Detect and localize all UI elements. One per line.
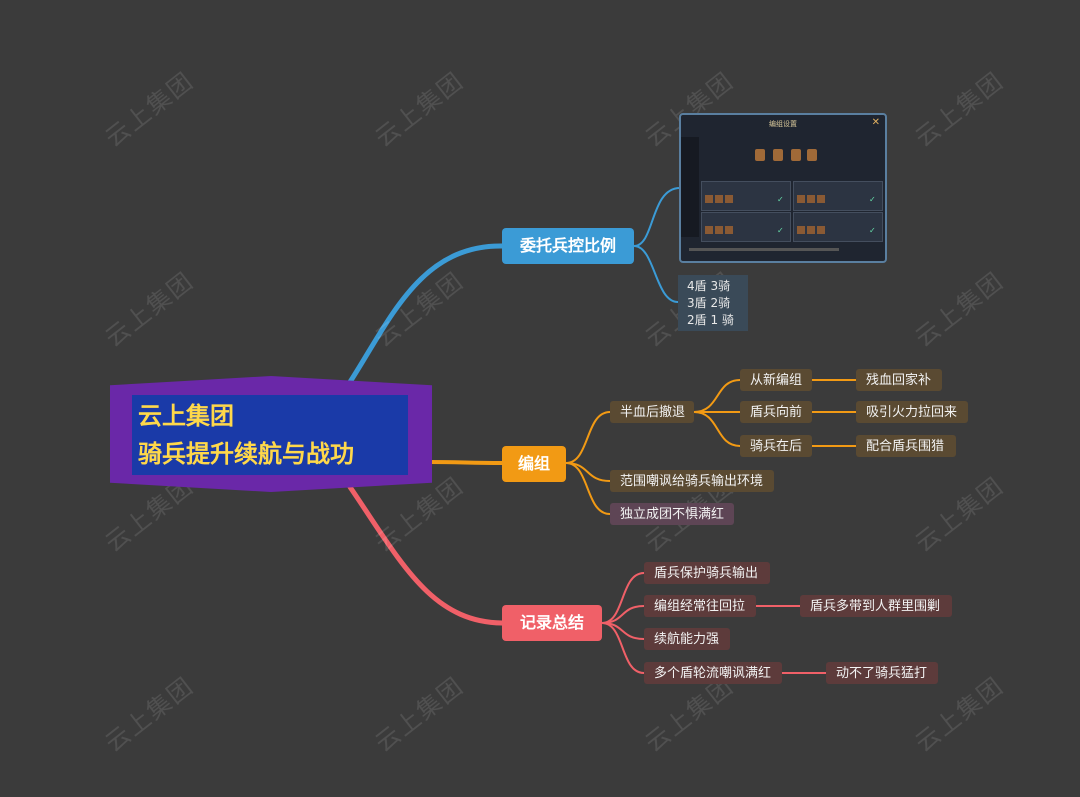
troop-slot-icon [807, 195, 815, 203]
branch-summary[interactable]: 记录总结 [502, 605, 602, 641]
troop-slot-icon [817, 226, 825, 234]
node-cavalry-back-child[interactable]: 配合盾兵围猎 [856, 435, 956, 457]
ratio-list[interactable]: 4盾 3骑 3盾 2骑 2盾 1 骑 [678, 275, 748, 331]
branch-grouping[interactable]: 编组 [502, 446, 566, 482]
node-rotate-taunt-child[interactable]: 动不了骑兵猛打 [826, 662, 938, 684]
node-shield-front[interactable]: 盾兵向前 [740, 401, 812, 423]
check-icon: ✓ [869, 226, 876, 235]
root-title-line1: 云上集团 [138, 402, 234, 430]
hero-portrait-icon [755, 149, 765, 161]
troop-slot-icon [725, 195, 733, 203]
node-pullback-child[interactable]: 盾兵多带到人群里围剿 [800, 595, 952, 617]
close-icon: ✕ [871, 117, 880, 128]
ratio-item: 2盾 1 骑 [687, 313, 734, 327]
embedded-screenshot: 编组设置 ✕ ✓ ✓ ✓ ✓ [679, 113, 887, 263]
hero-portrait-icon [807, 149, 817, 161]
node-independent[interactable]: 独立成团不惧满红 [610, 503, 734, 525]
troop-slot-icon [725, 226, 733, 234]
node-pullback[interactable]: 编组经常往回拉 [644, 595, 756, 617]
node-cavalry-back[interactable]: 骑兵在后 [740, 435, 812, 457]
root-title-line2: 骑兵提升续航与战功 [138, 440, 354, 468]
troop-slot-icon [817, 195, 825, 203]
node-protect[interactable]: 盾兵保护骑兵输出 [644, 562, 770, 584]
node-taunt-env[interactable]: 范围嘲讽给骑兵输出环境 [610, 470, 774, 492]
node-regroup[interactable]: 从新编组 [740, 369, 812, 391]
troop-slot-icon [797, 226, 805, 234]
check-icon: ✓ [777, 195, 784, 204]
troop-slot-icon [797, 195, 805, 203]
ratio-item: 3盾 2骑 [687, 296, 731, 310]
screenshot-title: 编组设置 [769, 120, 797, 128]
troop-slot-icon [807, 226, 815, 234]
troop-panel [793, 181, 883, 211]
hero-portrait-icon [773, 149, 783, 161]
troop-slot-icon [705, 195, 713, 203]
root-node[interactable]: 云上集团 骑兵提升续航与战功 [132, 395, 408, 475]
node-shield-front-child[interactable]: 吸引火力拉回来 [856, 401, 968, 423]
branch-delegate-ratio[interactable]: 委托兵控比例 [502, 228, 634, 264]
troop-slot-icon [705, 226, 713, 234]
screenshot-footnote [689, 248, 839, 251]
screenshot-sidebar [681, 137, 699, 237]
node-endurance[interactable]: 续航能力强 [644, 628, 730, 650]
check-icon: ✓ [777, 226, 784, 235]
ratio-item: 4盾 3骑 [687, 279, 731, 293]
node-regroup-child[interactable]: 残血回家补 [856, 369, 942, 391]
troop-slot-icon [715, 226, 723, 234]
node-half-retreat[interactable]: 半血后撤退 [610, 401, 694, 423]
check-icon: ✓ [869, 195, 876, 204]
troop-slot-icon [715, 195, 723, 203]
hero-portrait-icon [791, 149, 801, 161]
node-rotate-taunt[interactable]: 多个盾轮流嘲讽满红 [644, 662, 782, 684]
